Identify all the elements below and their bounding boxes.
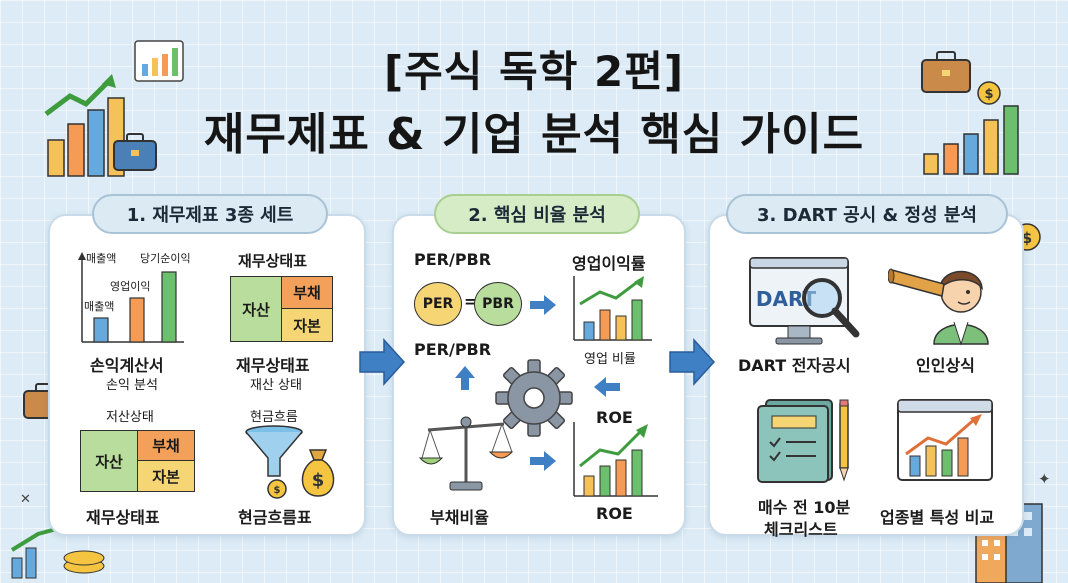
per-pbr-top-label: PER/PBR xyxy=(414,250,492,269)
income-axis-label-revenue: 매출액 xyxy=(86,252,117,265)
income-statement-subtitle: 손익 분석 xyxy=(106,378,158,393)
arrow-right-icon xyxy=(530,451,556,471)
balance2-liability-cell: 부채 xyxy=(137,430,195,461)
roe-chart-icon xyxy=(573,422,658,497)
operating-margin-title: 영업이익률 xyxy=(572,254,646,273)
section-1-header: 1. 재무제표 3종 세트 xyxy=(92,194,328,234)
svg-text:$: $ xyxy=(984,87,993,102)
funnel-icon xyxy=(245,425,303,477)
arrow-right-icon xyxy=(530,295,556,315)
checklist-label-line1: 매수 전 10분 xyxy=(758,498,851,517)
arrow-up-icon xyxy=(455,366,475,390)
briefcase-icon xyxy=(113,133,157,171)
svg-text:$: $ xyxy=(1022,229,1032,247)
page-title: [주식 독학 2편] xyxy=(383,47,685,96)
income-bar-label-operating: 영업이익 xyxy=(110,280,151,293)
income-chart-icon xyxy=(78,252,184,343)
sparkle-icon: ✦ xyxy=(1038,470,1051,488)
income-statement-title: 손익계산서 xyxy=(90,356,164,375)
balance2-top-label: 저산상태 xyxy=(106,410,154,425)
debt-ratio-label: 부채비율 xyxy=(430,508,489,527)
pbr-circle: PBR xyxy=(474,282,522,326)
section-3-header: 3. DART 공시 & 정성 분석 xyxy=(726,194,1008,234)
coin-symbol: $ xyxy=(274,485,281,496)
money-bag-icon: $ xyxy=(301,449,335,497)
sparkle-icon: ✕ xyxy=(20,492,31,507)
scale-icon xyxy=(418,416,514,491)
magnifier-icon xyxy=(802,278,860,338)
notebook-icon xyxy=(757,399,849,483)
balance2-title: 재무상태표 xyxy=(86,508,160,527)
cashflow-title: 현금흐름표 xyxy=(238,508,312,527)
roe-bottom-label: ROE xyxy=(596,504,633,523)
balance-sheet-title: 재무상태표 xyxy=(236,356,310,375)
section-2-header: 2. 핵심 비율 분석 xyxy=(434,194,640,234)
operating-ratio-label: 영업 비률 xyxy=(584,352,636,367)
cashflow-top-label: 현금흐름 xyxy=(250,410,298,425)
balance-liability-cell: 부채 xyxy=(281,276,333,309)
per-pbr-mid-label: PER/PBR xyxy=(414,340,492,359)
insight-label: 인인상식 xyxy=(916,356,975,375)
arrow-right-icon xyxy=(669,338,716,386)
balance-asset-cell: 자산 xyxy=(230,276,282,342)
bar-chart-icon xyxy=(134,40,184,82)
income-axis-label-net-income: 당기순이익 xyxy=(140,252,191,265)
per-circle: PER xyxy=(414,282,462,326)
industry-label: 업종별 특성 비교 xyxy=(880,508,995,527)
balance2-equity-cell: 자본 xyxy=(137,460,195,492)
dart-label: DART 전자공시 xyxy=(738,356,851,375)
page-subtitle: 재무제표 & 기업 분석 핵심 가이드 xyxy=(203,109,865,160)
roe-mid-label: ROE xyxy=(596,408,633,427)
coin-icon: $ xyxy=(267,479,287,499)
line-chart-icon xyxy=(897,399,993,481)
operating-margin-chart-icon xyxy=(573,276,652,341)
bar-chart-icon xyxy=(923,105,1019,175)
balance2-asset-cell: 자산 xyxy=(80,430,138,492)
balance-sheet-top-label: 재무상태표 xyxy=(238,252,308,270)
telescope-person-icon xyxy=(888,268,989,346)
checklist-label-line2: 체크리스트 xyxy=(764,520,838,539)
gear-icon xyxy=(495,359,573,437)
coin-icon: $ xyxy=(977,81,1001,105)
bag-symbol: $ xyxy=(312,470,325,491)
balance-sheet-subtitle: 재산 상태 xyxy=(250,378,302,393)
arrow-right-icon xyxy=(359,338,406,386)
balance-equity-cell: 자본 xyxy=(281,308,333,342)
income-bar-label-revenue: 매출액 xyxy=(84,300,115,313)
arrow-left-icon xyxy=(594,377,620,397)
briefcase-icon xyxy=(921,51,971,93)
